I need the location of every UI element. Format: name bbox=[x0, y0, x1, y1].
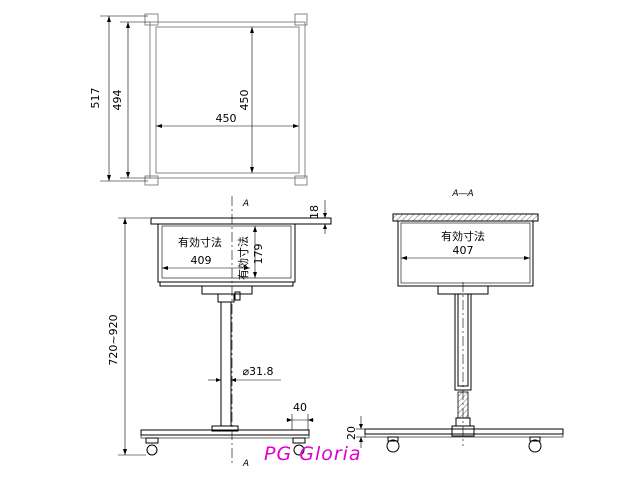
top-view-inner-panel bbox=[155, 26, 300, 174]
dim-517: 517 bbox=[89, 88, 102, 109]
section-mark-top: A bbox=[242, 199, 249, 209]
label-effective-size-vertical: 有効寸法 bbox=[236, 236, 250, 280]
top-view-outline bbox=[149, 21, 306, 179]
dim-40: 40 bbox=[293, 401, 307, 414]
section-top-plate bbox=[392, 213, 539, 222]
dim-407: 407 bbox=[453, 244, 474, 257]
pole bbox=[220, 301, 232, 427]
top-view-post-bottom-left bbox=[144, 175, 159, 186]
caster-right bbox=[292, 437, 306, 456]
section-view: A―A 有効寸法 407 bbox=[345, 189, 564, 453]
label-effective-size-section: 有効寸法 bbox=[441, 229, 485, 243]
section-base-frame bbox=[364, 428, 564, 435]
dim-179: 179 bbox=[252, 244, 265, 265]
section-title: A―A bbox=[451, 189, 473, 199]
dim-450-width: 450 bbox=[216, 112, 237, 125]
dim-18: 18 bbox=[308, 205, 321, 219]
dim-pole-diameter: ⌀31.8 bbox=[242, 365, 273, 378]
dim-494: 494 bbox=[111, 90, 124, 111]
dim-450-depth: 450 bbox=[238, 90, 251, 111]
brand-watermark: PG Gloria bbox=[264, 443, 362, 465]
caster-left bbox=[145, 437, 159, 456]
dim-height-range: 720~920 bbox=[107, 314, 120, 365]
top-view-post-bottom-right bbox=[294, 175, 308, 186]
dim-20: 20 bbox=[345, 426, 358, 440]
label-effective-size-front: 有効寸法 bbox=[178, 235, 222, 249]
section-caster-left bbox=[386, 436, 400, 453]
section-caster-right bbox=[528, 436, 542, 453]
tray-top-plate bbox=[150, 217, 332, 225]
front-view: 18 有効寸法 409 有効寸法 179 A A ⌀31.8 bbox=[107, 196, 332, 469]
dim-409: 409 bbox=[191, 254, 212, 267]
top-view: 517 494 450 450 bbox=[89, 13, 308, 186]
tray-basin bbox=[157, 223, 296, 283]
section-mark-bottom: A bbox=[242, 459, 249, 469]
top-view-post-top-left bbox=[144, 13, 159, 26]
top-view-post-top-right bbox=[294, 13, 308, 26]
